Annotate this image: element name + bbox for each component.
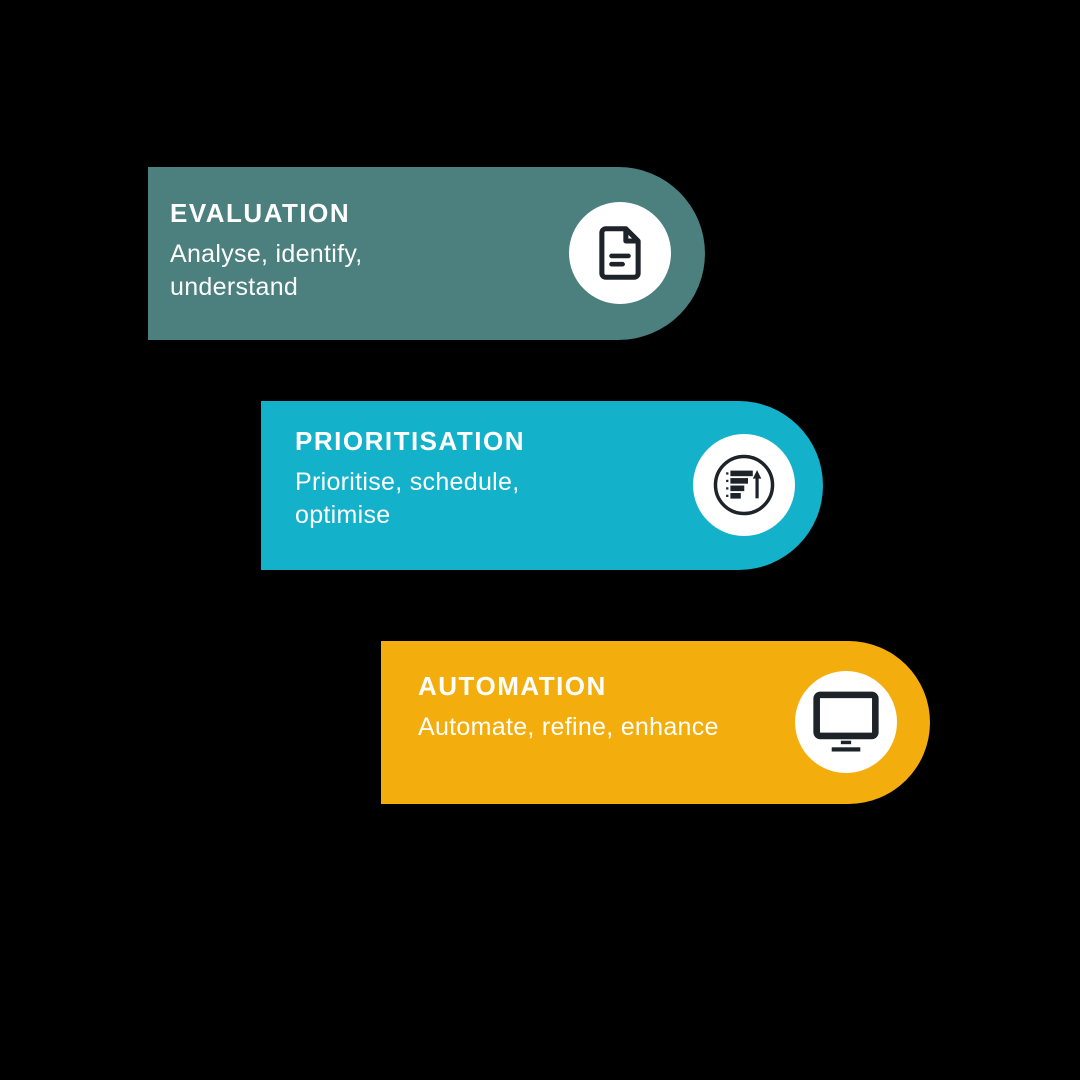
document-icon xyxy=(599,226,641,280)
monitor-icon xyxy=(813,691,879,752)
step-subtitle: Automate, refine, enhance xyxy=(418,713,719,741)
icon-circle xyxy=(569,202,671,304)
step-subtitle: Prioritise, schedule, optimise xyxy=(295,468,520,529)
step-title: AUTOMATION xyxy=(418,671,607,701)
icon-circle xyxy=(693,434,795,536)
step-text: AUTOMATION Automate, refine, enhance xyxy=(418,671,930,744)
step-title: EVALUATION xyxy=(170,198,351,228)
step-text: PRIORITISATION Prioritise, schedule, opt… xyxy=(295,426,823,532)
step-card-automation: AUTOMATION Automate, refine, enhance xyxy=(381,641,930,804)
step-subtitle: Analyse, identify, understand xyxy=(170,240,363,301)
step-card-evaluation: EVALUATION Analyse, identify, understand xyxy=(148,167,705,340)
step-card-prioritisation: PRIORITISATION Prioritise, schedule, opt… xyxy=(261,401,823,570)
sort-priority-icon xyxy=(713,454,775,516)
step-text: EVALUATION Analyse, identify, understand xyxy=(170,198,705,304)
step-title: PRIORITISATION xyxy=(295,426,525,456)
icon-circle xyxy=(795,671,897,773)
